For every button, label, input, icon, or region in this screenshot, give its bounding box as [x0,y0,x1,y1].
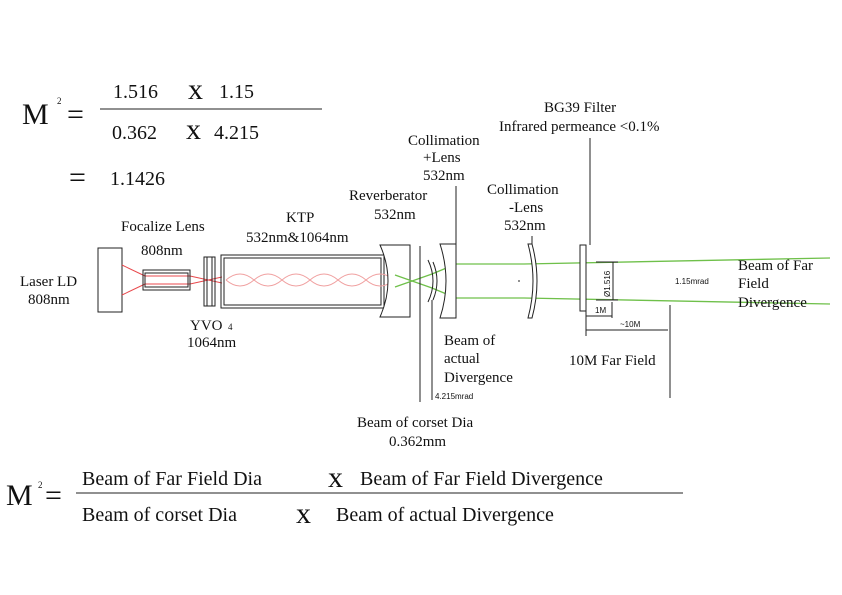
collimation-minus-wavelength: 532nm [504,218,546,234]
formula-bottom-den-a: Beam of corset Dia [82,504,237,526]
dim-1516: Ø1.516 [603,270,612,297]
formula-top-times-2: x [186,113,201,146]
collimation-plus-label: Collimation [408,133,480,149]
formula-top-den-b: 4.215 [214,122,259,144]
focalize-lens [142,269,191,291]
collimation-minus-lens [527,243,538,319]
ktp-wavelength: 532nm&1064nm [246,230,349,246]
collimation-minus-type: -Lens [509,200,543,216]
formula-top-num-b: 1.15 [219,81,254,103]
collimation-plus-wavelength: 532nm [423,168,465,184]
focalize-lens-inner [144,272,189,288]
beam-far-field-label-2: Field [738,276,769,292]
beam-far-field-label-3: Divergence [738,295,807,311]
formula-bottom-num-a: Beam of Far Field Dia [82,468,262,490]
formula-top-symbol: M [22,98,49,131]
laser-ld-wavelength: 808nm [28,292,70,308]
collimation-plus-lens [439,243,457,319]
intra-cavity-lens [427,259,434,303]
beam-actual-label: Beam of [444,333,495,349]
formula-bottom-times-2: x [296,497,311,530]
dim-1m: 1M [595,306,606,315]
formula-bottom-equals: = [45,479,62,512]
beam-actual-label-3: Divergence [444,370,513,386]
beam-corset-label: Beam of corset Dia [357,415,474,431]
dim-4215mrad: 4.215mrad [435,392,473,401]
formula-top: M 2 = 1.516 x 1.15 0.362 x 4.215 = 1.142… [22,73,322,194]
formula-top-times-1: x [188,73,203,106]
beam-far-field-label: Beam of Far [738,258,813,274]
laser-ld-label: Laser LD [20,274,77,290]
formula-bottom-symbol: M [6,479,33,512]
formula-top-den-a: 0.362 [112,122,157,144]
formula-top-num-a: 1.516 [113,81,158,103]
dim-115mrad: 1.15mrad [675,277,709,286]
laser-ld [97,247,123,313]
focalize-lens-label: Focalize Lens [121,219,205,235]
reverberator-wavelength: 532nm [374,207,416,223]
bg39-filter-label: BG39 Filter [544,100,616,116]
crystal-beam [225,273,395,287]
yvo4-wavelength: 1064nm [187,335,237,351]
dim-10m: ~10M [620,320,641,329]
reverberator-label: Reverberator [349,188,427,204]
formula-top-result: 1.1426 [110,168,165,190]
yvo4-label: YVO [190,318,223,334]
beam-actual-label-2: actual [444,351,480,367]
formula-bottom: M 2 = Beam of Far Field Dia x Beam of Fa… [6,461,683,530]
ktp-crystal [220,254,385,309]
pump-beam [121,264,223,296]
yvo4-crystal [203,256,216,307]
focalize-lens-wavelength: 808nm [141,243,183,259]
far-field-10m-label: 10M Far Field [569,353,656,369]
formula-top-superscript: 2 [57,96,62,106]
reverberator [379,244,411,318]
green-beam [394,257,831,305]
bg39-filter [579,244,587,312]
formula-top-result-equals: = [69,161,86,194]
formula-top-equals: = [67,98,84,131]
bg39-filter-spec: Infrared permeance <0.1% [499,119,659,135]
formula-bottom-den-b: Beam of actual Divergence [336,504,554,526]
formula-bottom-times-1: x [328,461,343,494]
formula-bottom-superscript: 2 [38,480,43,490]
collimation-plus-type: +Lens [423,150,461,166]
beam-corset-value: 0.362mm [389,434,446,450]
ktp-label: KTP [286,210,314,226]
yvo4-subscript: 4 [228,322,233,332]
formula-bottom-num-b: Beam of Far Field Divergence [360,468,603,490]
collimation-minus-label: Collimation [487,182,559,198]
